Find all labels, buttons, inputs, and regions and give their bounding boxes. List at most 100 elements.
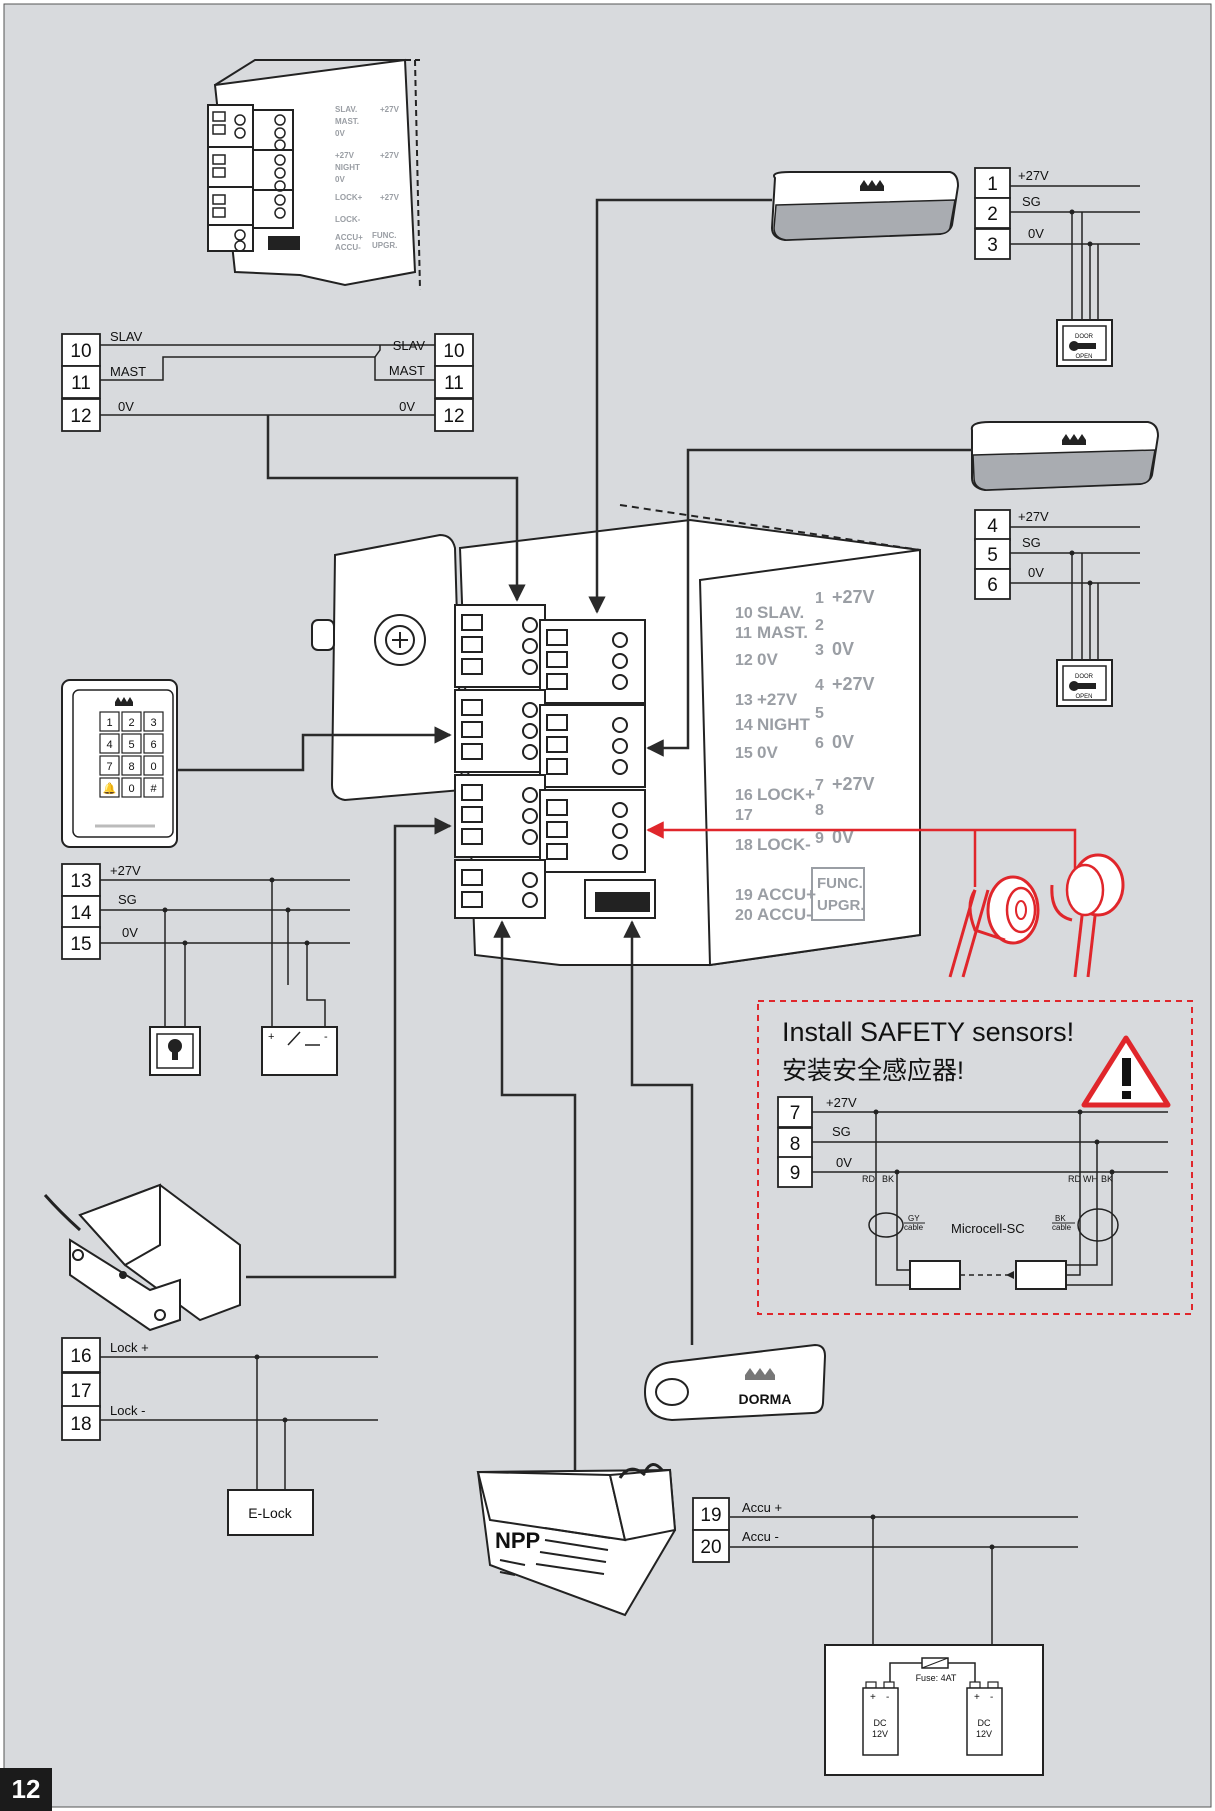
keypad-key-label: 7 bbox=[106, 761, 112, 773]
main-term-num-5: 5 bbox=[815, 705, 824, 722]
main-term-label-15: 0V bbox=[757, 743, 778, 762]
sm-left-sig-mast: MAST bbox=[110, 364, 146, 379]
main-term-label-11: MAST. bbox=[757, 623, 808, 642]
night-num-13: 13 bbox=[70, 871, 91, 892]
safety-sig-9: 0V bbox=[836, 1155, 852, 1170]
sm-right-sig-mast: MAST bbox=[389, 363, 425, 378]
safety-transmitter bbox=[909, 1260, 961, 1290]
cell1-dc: DC bbox=[874, 1718, 887, 1728]
keypad-key-label: 5 bbox=[128, 739, 134, 751]
svg-text:0V: 0V bbox=[335, 175, 345, 184]
svg-text:+27V: +27V bbox=[380, 193, 400, 202]
svg-text:FUNC.: FUNC. bbox=[372, 231, 396, 240]
accu-num-19: 19 bbox=[700, 1505, 721, 1526]
lock-box-18 bbox=[61, 1405, 101, 1441]
sensor-top-num-1: 1 bbox=[987, 174, 998, 195]
main-term-label-16: LOCK+ bbox=[757, 785, 815, 804]
sensor-mid-sig-5: SG bbox=[1022, 535, 1041, 550]
safety-title-zh: 安装安全感应器! bbox=[782, 1057, 964, 1085]
keypad-key[interactable] bbox=[121, 711, 142, 732]
keypad-key[interactable] bbox=[143, 755, 164, 776]
main-term-num-15: 15 bbox=[735, 745, 753, 762]
keypad-key[interactable] bbox=[99, 733, 120, 754]
night-box-15 bbox=[61, 926, 101, 960]
sensor-mid-box-5 bbox=[974, 538, 1011, 570]
sensor-mid-sig-4: +27V bbox=[1018, 509, 1049, 524]
microcell-label: Microcell-SC bbox=[951, 1221, 1025, 1236]
usb-stick: DORMA bbox=[643, 1343, 827, 1422]
keypad-key[interactable] bbox=[143, 711, 164, 732]
dorma-crown-icon bbox=[115, 697, 133, 706]
main-term-label-6: 0V bbox=[832, 732, 854, 752]
svg-text:NIGHT: NIGHT bbox=[335, 163, 360, 172]
svg-text:LOCK+: LOCK+ bbox=[335, 193, 363, 202]
main-term-num-18: 18 bbox=[735, 837, 753, 854]
safety-install-panel: Install SAFETY sensors! 安装安全感应器! 789 +27… bbox=[757, 1000, 1193, 1315]
keypad-key-label: 3 bbox=[150, 717, 156, 729]
sensor-top-sig-1: +27V bbox=[1018, 168, 1049, 183]
motion-sensor-top bbox=[770, 171, 960, 242]
e-lock-label: E-Lock bbox=[248, 1505, 293, 1521]
night-sig-14: SG bbox=[118, 892, 137, 907]
svg-text:SLAV.: SLAV. bbox=[335, 105, 357, 114]
warning-triangle-icon bbox=[1081, 1035, 1171, 1108]
keypad-key-label: 2 bbox=[128, 717, 134, 729]
main-term-num-2: 2 bbox=[815, 617, 824, 634]
cell2-dc: DC bbox=[978, 1718, 991, 1728]
accu-box-20 bbox=[692, 1529, 730, 1563]
sm-right-sig-0v: 0V bbox=[399, 399, 415, 414]
keypad-key[interactable] bbox=[99, 755, 120, 776]
safety-title-en: Install SAFETY sensors! bbox=[782, 1017, 1074, 1047]
keypad-key[interactable] bbox=[143, 733, 164, 754]
keypad-key[interactable] bbox=[99, 711, 120, 732]
main-term-label-4: +27V bbox=[832, 674, 875, 694]
sensor-top-num-3: 3 bbox=[987, 235, 998, 256]
sensor-mid-terminals: 456 +27V SG 0V bbox=[974, 509, 1140, 662]
e-lock-box bbox=[227, 1489, 314, 1536]
dc-cell-1 bbox=[862, 1687, 899, 1756]
usb-brand: DORMA bbox=[739, 1391, 792, 1407]
main-term-num-20: 20 bbox=[735, 907, 753, 924]
main-term-label-18: LOCK- bbox=[757, 835, 811, 854]
bk-label: BK bbox=[1055, 1214, 1066, 1223]
svg-text:+: + bbox=[268, 1031, 274, 1043]
safety-num-9: 9 bbox=[790, 1163, 801, 1184]
main-term-label-10: SLAV. bbox=[757, 603, 804, 622]
bk-cable-label: cable bbox=[1052, 1223, 1072, 1232]
keypad-key[interactable] bbox=[121, 755, 142, 776]
relay-contact bbox=[261, 1026, 338, 1076]
main-term-num-1: 1 bbox=[815, 590, 824, 607]
gy-label: GY bbox=[908, 1214, 920, 1223]
cell1-plus: + bbox=[870, 1692, 876, 1703]
wire-right-wh: WH bbox=[1083, 1174, 1098, 1184]
main-term-label-19: ACCU+ bbox=[757, 885, 816, 904]
keypad-key[interactable] bbox=[121, 777, 142, 798]
keypad-key[interactable] bbox=[121, 733, 142, 754]
main-term-label-14: NIGHT bbox=[757, 715, 811, 734]
svg-text:UPGR.: UPGR. bbox=[372, 241, 397, 250]
lock-box-17 bbox=[61, 1372, 101, 1408]
safety-sensors-illustration bbox=[948, 853, 1125, 978]
cell1-minus: - bbox=[886, 1692, 889, 1703]
night-sig-13: +27V bbox=[110, 863, 141, 878]
safety-signal-wire bbox=[646, 821, 1077, 887]
connection-wires bbox=[172, 198, 973, 1497]
cell1-volt: 12V bbox=[872, 1729, 888, 1739]
cell2-minus: - bbox=[990, 1692, 993, 1703]
sm-left-num-11: 11 bbox=[71, 373, 91, 394]
sm-right-num-12: 12 bbox=[443, 406, 464, 427]
main-term-num-11: 11 bbox=[735, 625, 752, 642]
dorma-crown-icon bbox=[745, 1368, 775, 1380]
main-term-label-9: 0V bbox=[832, 827, 854, 847]
keypad-key[interactable] bbox=[143, 777, 164, 798]
keypad-key-label: # bbox=[150, 783, 157, 795]
keypad-key[interactable] bbox=[99, 777, 120, 798]
sm-right-num-11: 11 bbox=[444, 373, 464, 394]
main-term-label-1: +27V bbox=[832, 587, 875, 607]
sensor-top-num-2: 2 bbox=[987, 204, 998, 225]
door-label-top: DOOR bbox=[1075, 334, 1094, 340]
